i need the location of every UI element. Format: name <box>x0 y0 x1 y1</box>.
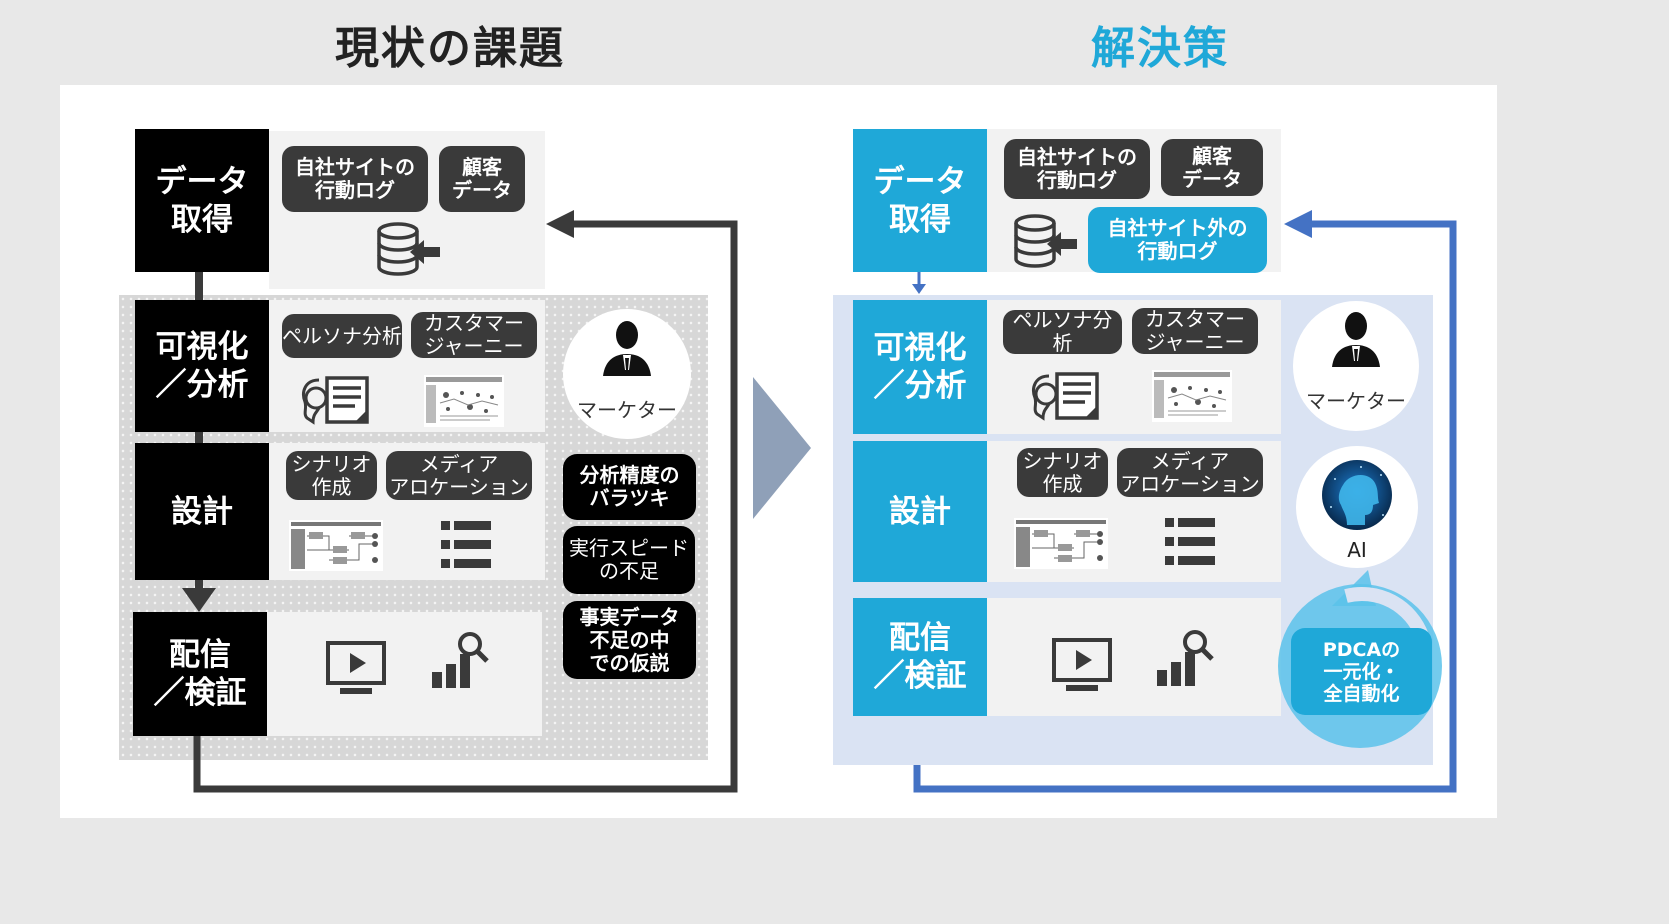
solution-stage-design: 設計 <box>853 441 987 582</box>
site-log-chip: 自社サイトの 行動ログ <box>282 146 428 212</box>
current-issues-heading: 現状の課題 <box>335 23 565 74</box>
solution-monitor-play-icon <box>1052 638 1112 691</box>
solution-stage-visualization: 可視化 ／分析 <box>853 300 987 434</box>
solution-journey-chip: カスタマー ジャーニー <box>1132 308 1258 354</box>
solution-heading: 解決策 <box>1091 23 1229 74</box>
solution-persona-document-icon <box>1032 372 1099 421</box>
solution-journey-map-thumbnail-icon <box>1152 370 1232 422</box>
solution-marketer-person-icon <box>1332 312 1380 367</box>
customer-data-chip: 顧客 データ <box>439 146 525 212</box>
solution-analytics-search-icon <box>1157 630 1214 686</box>
persona-chip: ペルソナ分析 <box>282 314 402 358</box>
monitor-play-icon <box>326 641 386 694</box>
issue-analysis-accuracy: 分析精度の バラツキ <box>563 454 696 520</box>
solution-scenario-flow-thumbnail-icon <box>1014 518 1108 569</box>
solution-delivery-content <box>987 598 1281 716</box>
solution-list-icon <box>1165 518 1215 565</box>
solution-site-log-chip: 自社サイトの 行動ログ <box>1004 139 1150 199</box>
scenario-flow-thumbnail-icon <box>289 520 383 571</box>
current-marketer-label: マーケター <box>577 398 677 422</box>
solution-customer-data-chip: 顧客 データ <box>1161 139 1263 196</box>
scenario-chip: シナリオ 作成 <box>286 451 377 500</box>
ai-label: AI <box>1347 538 1367 562</box>
transition-arrow-icon <box>753 377 811 519</box>
solution-stage-delivery: 配信 ／検証 <box>853 598 987 716</box>
media-chip: メディア アロケーション <box>386 451 532 500</box>
current-marketer-person-icon <box>603 321 651 376</box>
solution-database-import-icon <box>1014 214 1077 268</box>
list-icon <box>441 521 491 568</box>
current-down-arrow-icon <box>182 588 216 612</box>
journey-chip: カスタマー ジャーニー <box>411 312 537 358</box>
solution-persona-chip: ペルソナ分析 <box>1003 309 1122 355</box>
current-delivery-content <box>267 612 542 736</box>
analytics-search-icon <box>432 632 489 688</box>
pdca-automation-chip: PDCAの 一元化・ 全自動化 <box>1291 628 1432 715</box>
current-stage-visualization: 可視化 ／分析 <box>135 300 269 432</box>
solution-marketer-label: マーケター <box>1306 389 1406 413</box>
issue-execution-speed: 実行スピード の不足 <box>563 526 695 594</box>
ai-head-icon <box>1322 460 1392 530</box>
current-stage-delivery: 配信 ／検証 <box>133 612 267 736</box>
journey-map-thumbnail-icon <box>424 375 504 427</box>
solution-scenario-chip: シナリオ 作成 <box>1017 448 1108 497</box>
current-stage-design: 設計 <box>135 443 269 580</box>
external-log-chip: 自社サイト外の 行動ログ <box>1088 207 1267 273</box>
solution-media-chip: メディア アロケーション <box>1117 448 1263 497</box>
current-stage-data-collection: データ 取得 <box>135 129 269 272</box>
persona-document-icon <box>302 376 369 425</box>
database-import-icon <box>377 222 440 276</box>
solution-stage-data-collection: データ 取得 <box>853 129 987 272</box>
issue-hypothesis-without-data: 事実データ 不足の中 での仮説 <box>563 601 696 679</box>
